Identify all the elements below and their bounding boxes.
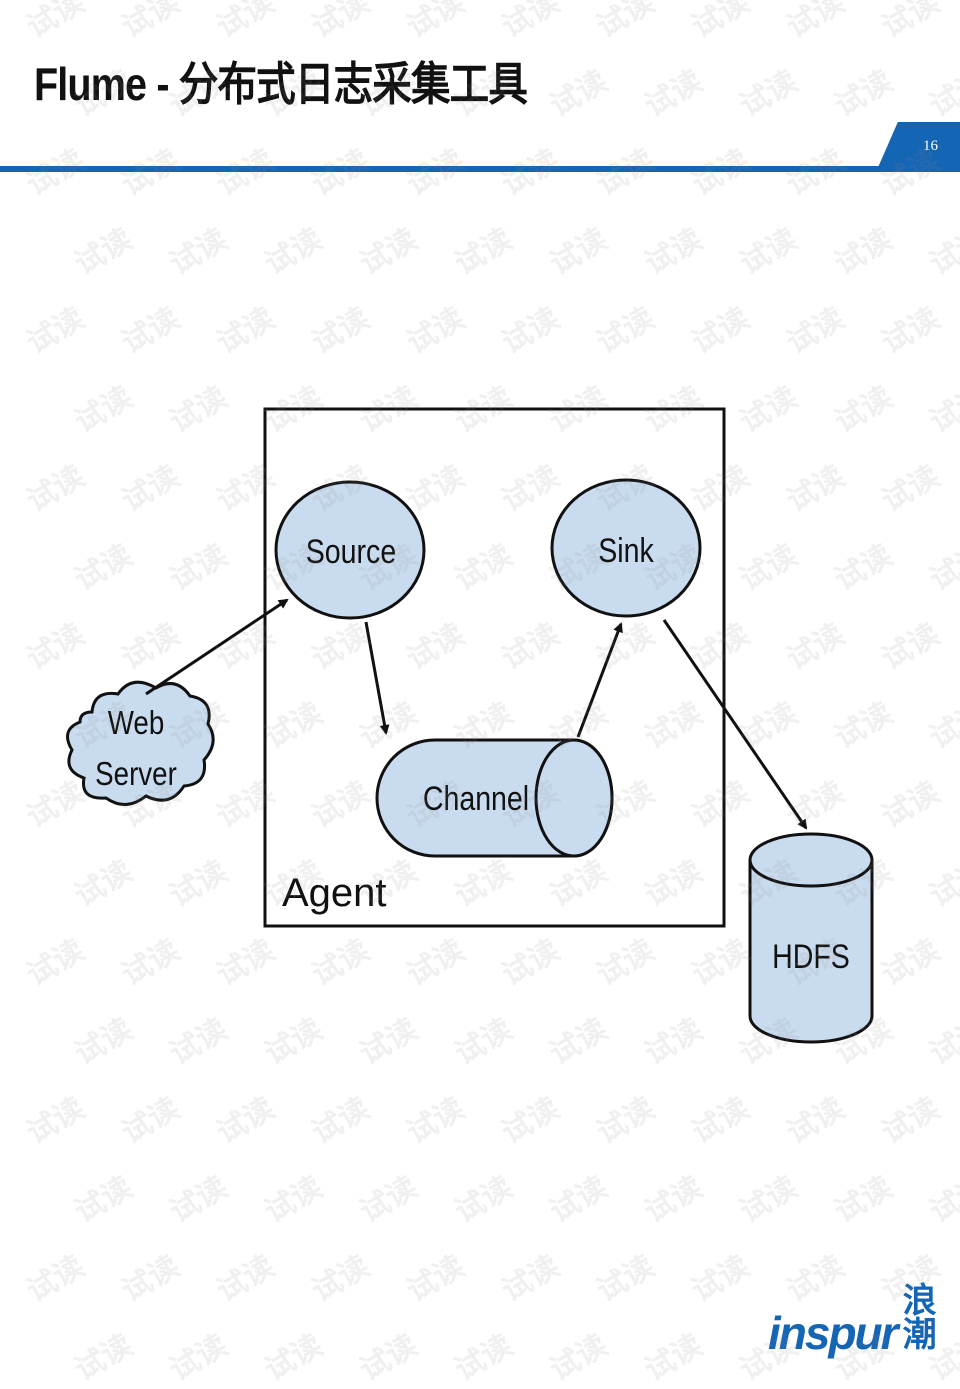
logo-chinese: 浪潮 xyxy=(902,1281,937,1355)
channel-node xyxy=(375,738,614,858)
slide-title: Flume - 分布式日志采集工具 xyxy=(34,58,528,110)
hdfs-top-cap xyxy=(748,832,874,888)
web-server-label-line-2: Server xyxy=(95,756,177,793)
arrow-source-to-channel xyxy=(364,621,390,735)
hdfs-label: HDFS xyxy=(772,938,850,976)
sink-node xyxy=(550,478,702,618)
channel-label: Channel xyxy=(423,780,529,818)
channel-end-cap xyxy=(534,738,614,858)
arrow-web-server-to-source xyxy=(145,598,289,696)
source-node xyxy=(274,480,426,620)
hdfs-node xyxy=(748,832,874,1044)
arrow-channel-to-sink xyxy=(576,622,623,738)
page-number: 16 xyxy=(923,138,938,154)
hdfs-body xyxy=(748,860,874,1044)
web-server-label-line-1: Web xyxy=(108,705,164,742)
source-label: Source xyxy=(306,533,396,571)
arrow-sink-to-hdfs xyxy=(662,619,808,830)
logo-wordmark: inspur xyxy=(768,1307,899,1359)
agent-box xyxy=(263,407,726,928)
agent-label: Agent xyxy=(282,871,387,915)
flume-diagram: Agent Source Sink Channel HDFS Web Serve… xyxy=(66,407,874,1044)
inspur-logo: inspur 浪潮 xyxy=(768,1284,960,1356)
sink-label: Sink xyxy=(598,532,654,570)
header-rule xyxy=(0,166,960,172)
